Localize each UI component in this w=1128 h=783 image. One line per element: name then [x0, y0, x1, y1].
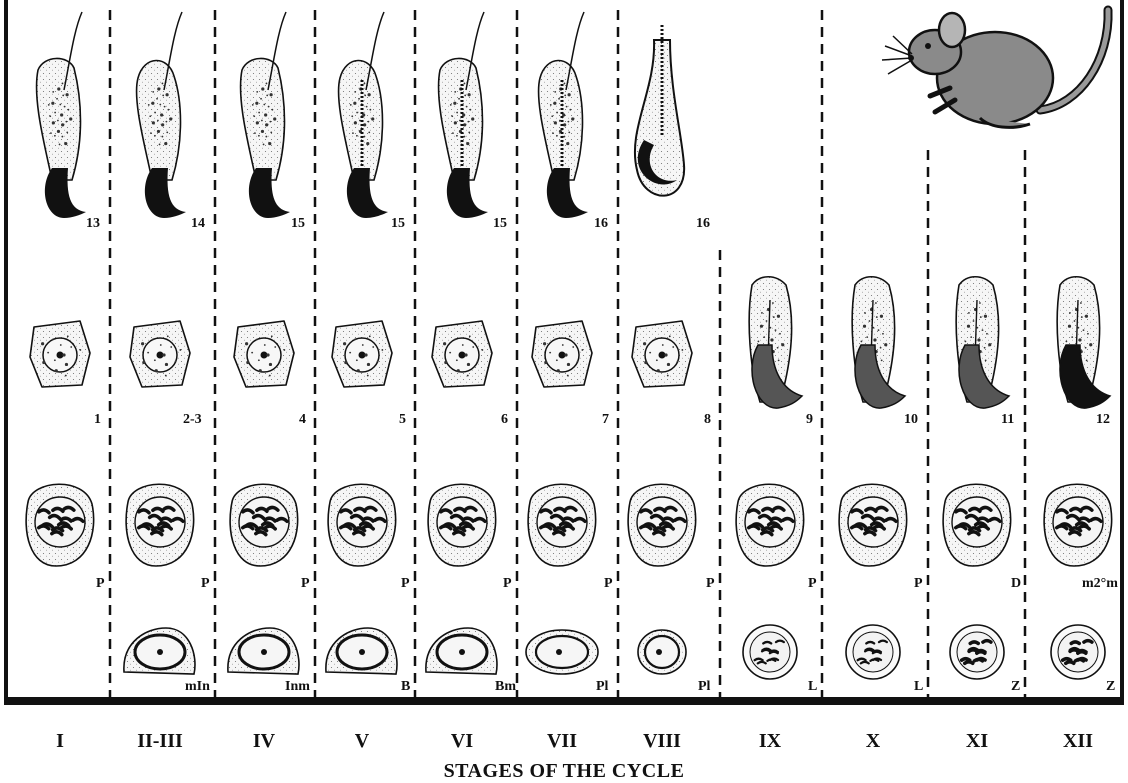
early-cell — [638, 630, 686, 674]
stage-label: I — [15, 730, 105, 753]
late-spermatid-label: 15 — [391, 217, 405, 231]
spermatocyte — [126, 484, 194, 566]
early-cell — [1051, 625, 1105, 679]
late-spermatid-label: 16 — [594, 217, 608, 231]
spermatid-label: 8 — [704, 413, 711, 427]
late-spermatid — [439, 12, 488, 218]
spermatid — [130, 321, 190, 387]
early-cell-label: mIn — [185, 680, 210, 694]
spermatid-label: 2-3 — [183, 413, 202, 427]
stage-label: II-III — [115, 730, 205, 753]
stage-label: V — [317, 730, 407, 753]
spermatid — [234, 321, 294, 387]
spermatocyte — [1044, 484, 1112, 566]
spermatocyte-label: P — [604, 577, 613, 591]
late-spermatid-label: 14 — [191, 217, 205, 231]
spermatocyte — [26, 484, 94, 566]
spermatid-label: 9 — [806, 413, 813, 427]
early-cell-label: Z — [1011, 680, 1020, 694]
early-cell-label: Pl — [698, 680, 710, 694]
spermatocyte-label: P — [301, 577, 310, 591]
late-spermatid — [137, 12, 186, 218]
spermatocyte — [628, 484, 696, 566]
stage-label: VII — [517, 730, 607, 753]
spermatid-label: 11 — [1001, 413, 1014, 427]
spermatocyte-label: D — [1011, 577, 1021, 591]
spermatocyte-label: P — [503, 577, 512, 591]
late-spermatid — [539, 12, 588, 218]
spermatocyte — [328, 484, 396, 566]
spermatid — [432, 321, 492, 387]
stage-label: VIII — [617, 730, 707, 753]
early-cell — [743, 625, 797, 679]
spermatid-label: 12 — [1096, 413, 1110, 427]
spermatid — [852, 277, 905, 408]
early-cell — [326, 628, 397, 674]
spermatid — [532, 321, 592, 387]
early-cell — [846, 625, 900, 679]
spermatocyte-label: P — [401, 577, 410, 591]
mouse-icon — [882, 10, 1108, 127]
late-spermatid — [241, 12, 290, 218]
spermatid-label: 5 — [399, 413, 406, 427]
spermatid — [332, 321, 392, 387]
spermatocyte — [428, 484, 496, 566]
spermatocyte — [528, 484, 596, 566]
spermatocyte-label: P — [808, 577, 817, 591]
spermatid-label: 10 — [904, 413, 918, 427]
late-spermatid-label: 13 — [86, 217, 100, 231]
spermatid-label: 6 — [501, 413, 508, 427]
stage-label: XI — [932, 730, 1022, 753]
early-cell-label: L — [914, 680, 923, 694]
spermatid — [749, 277, 802, 408]
early-cell — [228, 628, 299, 674]
early-cell-label: Pl — [596, 680, 608, 694]
spermatocyte — [736, 484, 804, 566]
stage-label: XII — [1033, 730, 1123, 753]
early-cell-label: L — [808, 680, 817, 694]
spermatocyte-label: P — [706, 577, 715, 591]
cells-layer — [26, 12, 1112, 679]
late-spermatid-label: 15 — [493, 217, 507, 231]
footer-title: STAGES OF THE CYCLE — [0, 760, 1128, 783]
late-spermatid — [635, 25, 684, 196]
early-cell-label: Bm — [495, 680, 516, 694]
early-cell — [950, 625, 1004, 679]
early-cell-label: Inm — [285, 680, 310, 694]
stage-label: VI — [417, 730, 507, 753]
spermatocyte — [943, 484, 1011, 566]
spermatocyte — [230, 484, 298, 566]
late-spermatid — [339, 12, 388, 218]
early-cell — [124, 628, 195, 674]
stage-label: IX — [725, 730, 815, 753]
spermatid — [1057, 277, 1110, 408]
early-cell-label: B — [401, 680, 410, 694]
spermatocyte — [839, 484, 907, 566]
spermatocyte-label: P — [201, 577, 210, 591]
late-spermatid-label: 16 — [696, 217, 710, 231]
spermatocyte-label: P — [914, 577, 923, 591]
spermatid-label: 1 — [94, 413, 101, 427]
early-cell-label: Z — [1106, 680, 1115, 694]
early-cell — [426, 628, 497, 674]
late-spermatid-label: 15 — [291, 217, 305, 231]
late-spermatid — [37, 12, 86, 218]
stage-label: X — [828, 730, 918, 753]
early-cell — [526, 630, 598, 674]
spermatocyte-label: P — [96, 577, 105, 591]
spermatid-label: 4 — [299, 413, 306, 427]
spermatid — [30, 321, 90, 387]
spermatocyte-label: m2°m — [1082, 577, 1118, 591]
spermatid-label: 7 — [602, 413, 609, 427]
stage-label: IV — [219, 730, 309, 753]
spermatid — [956, 277, 1009, 408]
spermatid — [632, 321, 692, 387]
cell-diagram — [0, 0, 1128, 710]
